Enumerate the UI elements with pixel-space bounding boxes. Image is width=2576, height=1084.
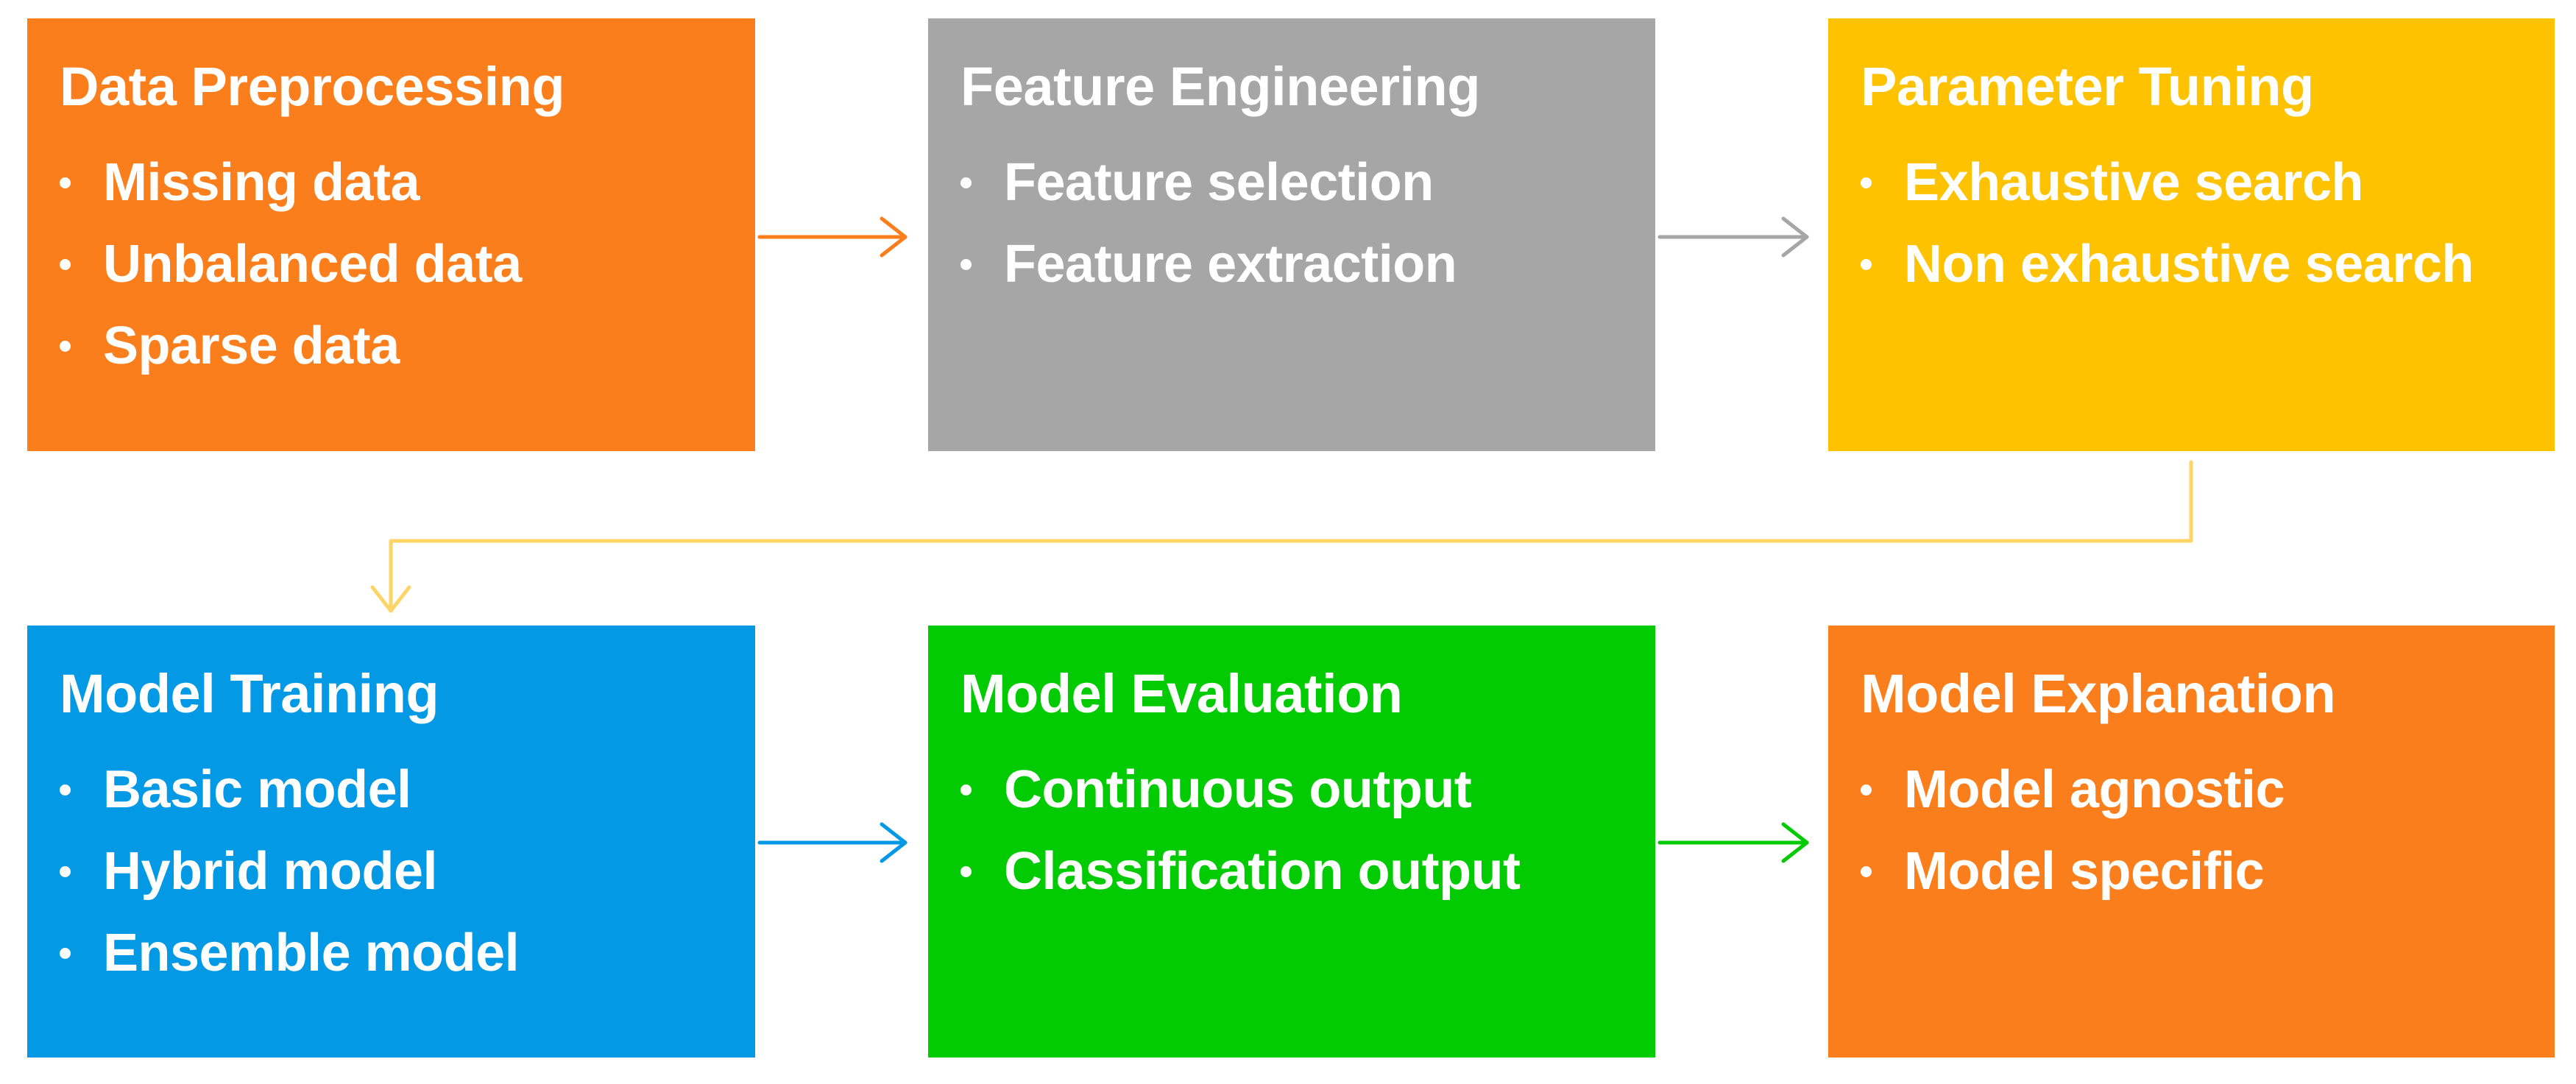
bullet-icon: [60, 177, 71, 188]
bullet-icon: [60, 784, 71, 796]
arrow-right-icon: [757, 822, 907, 863]
step-item: Model specific: [1861, 841, 2555, 901]
step-feature-engineering: Feature Engineering Feature selection Fe…: [928, 18, 1655, 451]
bullet-icon: [1861, 865, 1872, 877]
step-title: Parameter Tuning: [1861, 56, 2314, 117]
step-item-list: Feature selection Feature extraction: [960, 152, 1655, 294]
bullet-icon: [1861, 258, 1872, 270]
step-item: Exhaustive search: [1861, 152, 2555, 213]
step-item: Unbalanced data: [60, 234, 755, 294]
step-model-explanation: Model Explanation Model agnostic Model s…: [1828, 626, 2555, 1058]
bullet-icon: [60, 258, 71, 270]
step-item-label: Unbalanced data: [103, 235, 522, 294]
step-item: Non exhaustive search: [1861, 234, 2555, 294]
bullet-icon: [60, 865, 71, 877]
step-item-list: Missing data Unbalanced data Sparse data: [60, 152, 755, 376]
step-title: Data Preprocessing: [60, 56, 565, 117]
step-item-label: Feature selection: [1004, 153, 1434, 212]
bullet-icon: [960, 865, 972, 877]
step-item-list: Basic model Hybrid model Ensemble model: [60, 759, 755, 983]
bullet-icon: [1861, 784, 1872, 796]
step-title: Model Evaluation: [960, 663, 1403, 724]
arrow-right-icon: [757, 216, 907, 258]
step-model-training: Model Training Basic model Hybrid model …: [27, 626, 755, 1058]
step-item-label: Basic model: [103, 760, 411, 819]
step-item-label: Missing data: [103, 153, 420, 212]
arrow-right-icon: [1657, 216, 1809, 258]
step-title: Feature Engineering: [960, 56, 1480, 117]
step-item-list: Continuous output Classification output: [960, 759, 1655, 901]
step-title: Model Training: [60, 663, 439, 724]
step-item-label: Model specific: [1904, 842, 2265, 901]
bullet-icon: [960, 258, 972, 270]
step-item-label: Classification output: [1004, 842, 1521, 901]
bullet-icon: [1861, 177, 1872, 188]
step-model-evaluation: Model Evaluation Continuous output Class…: [928, 626, 1655, 1058]
step-item-label: Model agnostic: [1904, 760, 2285, 819]
step-item-label: Non exhaustive search: [1904, 235, 2474, 294]
step-item-label: Hybrid model: [103, 842, 438, 901]
step-item-label: Feature extraction: [1004, 235, 1457, 294]
bullet-icon: [960, 784, 972, 796]
step-item-list: Model agnostic Model specific: [1861, 759, 2555, 901]
bullet-icon: [60, 340, 71, 352]
arrow-right-icon: [1657, 822, 1809, 863]
step-item: Feature selection: [960, 152, 1655, 213]
step-item: Feature extraction: [960, 234, 1655, 294]
elbow-arrow-down-icon: [370, 460, 2193, 613]
step-item: Basic model: [60, 759, 755, 820]
step-parameter-tuning: Parameter Tuning Exhaustive search Non e…: [1828, 18, 2555, 451]
step-item-list: Exhaustive search Non exhaustive search: [1861, 152, 2555, 294]
step-item: Hybrid model: [60, 841, 755, 901]
step-item: Sparse data: [60, 316, 755, 376]
step-item: Missing data: [60, 152, 755, 213]
bullet-icon: [960, 177, 972, 188]
step-item-label: Continuous output: [1004, 760, 1472, 819]
step-item: Model agnostic: [1861, 759, 2555, 820]
step-title: Model Explanation: [1861, 663, 2336, 724]
step-data-preprocessing: Data Preprocessing Missing data Unbalanc…: [27, 18, 755, 451]
bullet-icon: [60, 947, 71, 959]
step-item: Continuous output: [960, 759, 1655, 820]
step-item: Ensemble model: [60, 923, 755, 983]
step-item: Classification output: [960, 841, 1655, 901]
step-item-label: Ensemble model: [103, 924, 520, 982]
step-item-label: Sparse data: [103, 316, 400, 375]
step-item-label: Exhaustive search: [1904, 153, 2363, 212]
